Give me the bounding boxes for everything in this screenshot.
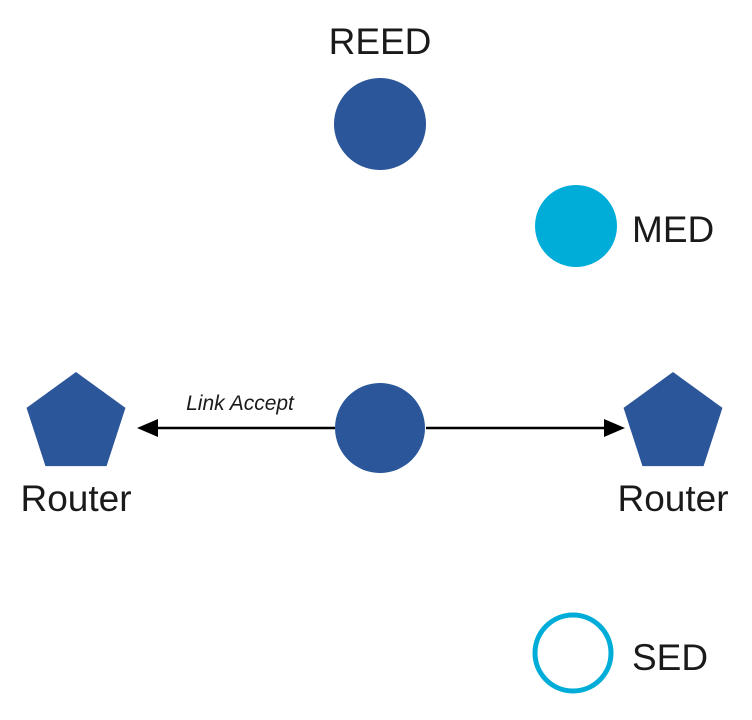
- link-right-group: [426, 419, 625, 437]
- med-circle-icon[interactable]: [535, 185, 617, 267]
- node-router-left[interactable]: Router: [20, 372, 132, 519]
- leader-circle-icon[interactable]: [335, 383, 425, 473]
- sed-label: SED: [632, 637, 708, 678]
- node-med[interactable]: MED: [535, 185, 714, 267]
- link-accept-label: Link Accept: [186, 392, 295, 415]
- router-left-label: Router: [20, 478, 131, 519]
- node-leader[interactable]: [335, 383, 425, 473]
- sed-circle-icon[interactable]: [532, 612, 614, 694]
- router-left-pentagon-icon[interactable]: [26, 372, 126, 467]
- med-label: MED: [632, 209, 714, 250]
- arrow-head-left-icon: [137, 419, 158, 437]
- arrow-head-right-icon: [604, 419, 625, 437]
- node-reed[interactable]: REED: [329, 21, 432, 170]
- node-router-right[interactable]: Router: [617, 372, 729, 519]
- node-sed[interactable]: SED: [532, 612, 708, 694]
- link-accept-left-group: Link Accept: [137, 392, 335, 437]
- router-right-pentagon-icon[interactable]: [623, 372, 723, 467]
- reed-label: REED: [329, 21, 432, 62]
- router-right-label: Router: [617, 478, 728, 519]
- reed-circle-icon[interactable]: [334, 78, 426, 170]
